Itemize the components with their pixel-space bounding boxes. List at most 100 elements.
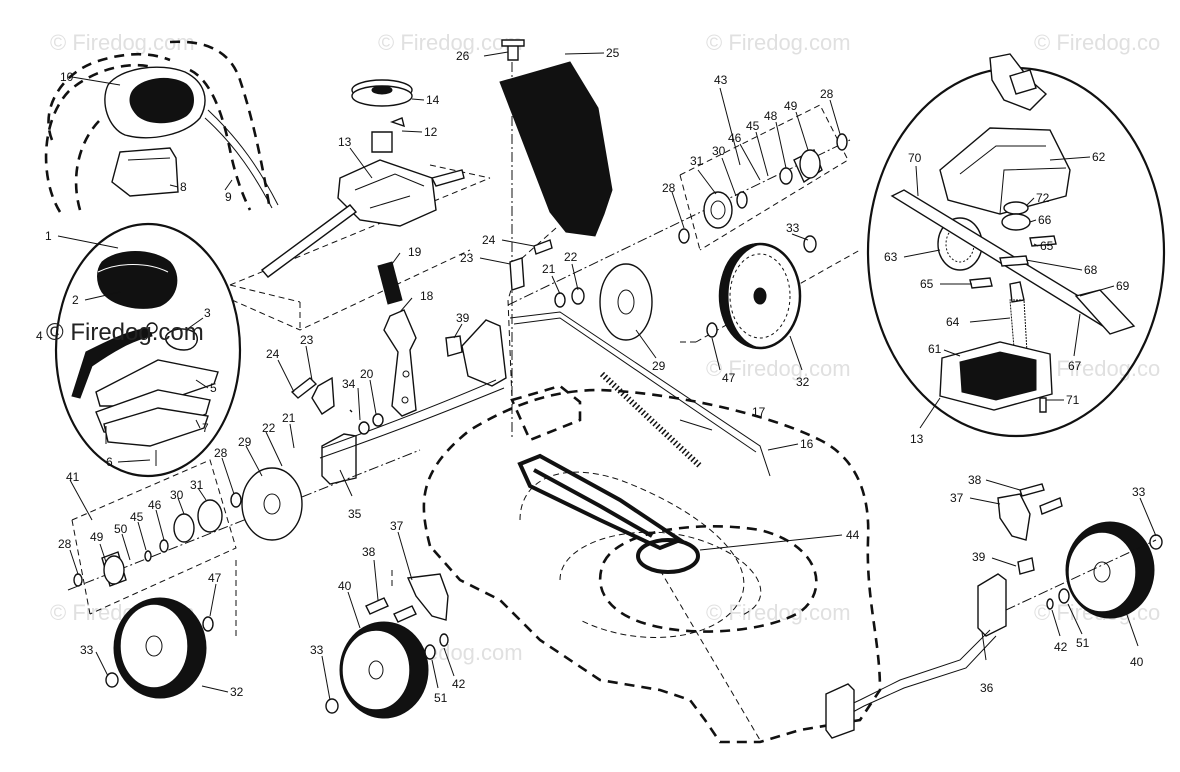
callout-42: 42 (452, 677, 466, 691)
callout-18: 18 (420, 289, 434, 303)
callout-5: 5 (210, 381, 217, 395)
rear-axle-group (507, 104, 861, 350)
callout-32: 32 (230, 685, 244, 699)
callout-40: 40 (1130, 655, 1144, 669)
callout-42: 42 (1054, 640, 1068, 654)
callout-4: 4 (36, 329, 43, 343)
callout-32: 32 (796, 375, 810, 389)
callout-68: 68 (1084, 263, 1098, 277)
callout-45: 45 (130, 510, 144, 524)
callout-39: 39 (972, 550, 986, 564)
callout-1: 1 (45, 229, 52, 243)
callout-13: 13 (338, 135, 352, 149)
callout-50: 50 (114, 522, 128, 536)
callout-38: 38 (362, 545, 376, 559)
callout-51: 51 (1076, 636, 1090, 650)
callout-33: 33 (1132, 485, 1146, 499)
watermark: © Firedog.com (706, 356, 851, 381)
callout-33: 33 (310, 643, 324, 657)
mower-deck (422, 384, 882, 744)
callout-49: 49 (90, 530, 104, 544)
callout-12: 12 (424, 125, 438, 139)
callout-44: 44 (846, 528, 860, 542)
callout-7: 7 (202, 421, 209, 435)
callout-24: 24 (482, 233, 496, 247)
callout-31: 31 (690, 154, 704, 168)
callout-72: 72 (1036, 191, 1050, 205)
callout-61: 61 (928, 342, 942, 356)
watermark-overlay: © Firedog.com (46, 319, 204, 346)
callout-6: 6 (106, 455, 113, 469)
callout-16: 16 (800, 437, 814, 451)
callout-2: 2 (72, 293, 79, 307)
callout-9: 9 (225, 190, 232, 204)
callout-65: 65 (920, 277, 934, 291)
callout-51: 51 (434, 691, 448, 705)
callout-23: 23 (460, 251, 474, 265)
callout-37: 37 (950, 491, 964, 505)
callout-21: 21 (282, 411, 296, 425)
callout-10: 10 (60, 70, 74, 84)
callout-28: 28 (662, 181, 676, 195)
callout-65: 65 (1040, 239, 1054, 253)
callout-66: 66 (1038, 213, 1052, 227)
watermark: © Firedog.com (378, 30, 523, 55)
callout-33: 33 (80, 643, 94, 657)
callout-28: 28 (58, 537, 72, 551)
callout-21: 21 (542, 262, 556, 276)
watermarks: © Firedog.com © Firedog.com © Firedog.co… (50, 30, 1160, 665)
callout-70: 70 (908, 151, 922, 165)
callout-63: 63 (884, 250, 898, 264)
transmission-detail-circle (866, 53, 1166, 438)
callout-46: 46 (148, 498, 162, 512)
callout-47: 47 (208, 571, 222, 585)
rear-flap (499, 39, 613, 440)
callout-41: 41 (66, 470, 80, 484)
callout-23: 23 (300, 333, 314, 347)
callout-37: 37 (390, 519, 404, 533)
callout-28: 28 (820, 87, 834, 101)
callout-67: 67 (1068, 359, 1082, 373)
callout-62: 62 (1092, 150, 1106, 164)
callout-38: 38 (968, 473, 982, 487)
callout-20: 20 (360, 367, 374, 381)
callout-69: 69 (1116, 279, 1130, 293)
callout-34: 34 (342, 377, 356, 391)
callout-39: 39 (456, 311, 470, 325)
front-left-wheel-group (325, 570, 449, 719)
callout-8: 8 (180, 180, 187, 194)
callout-33: 33 (786, 221, 800, 235)
callout-29: 29 (652, 359, 666, 373)
callout-24: 24 (266, 347, 280, 361)
callout-49: 49 (784, 99, 798, 113)
callout-35: 35 (348, 507, 362, 521)
callout-22: 22 (262, 421, 276, 435)
callout-40: 40 (338, 579, 352, 593)
control-detail-circle (54, 222, 242, 478)
watermark: © Firedog.co (1034, 356, 1160, 381)
callout-64: 64 (946, 315, 960, 329)
callout-31: 31 (190, 478, 204, 492)
callout-46: 46 (728, 131, 742, 145)
callout-26: 26 (456, 49, 470, 63)
callout-29: 29 (238, 435, 252, 449)
callout-30: 30 (170, 488, 184, 502)
callout-36: 36 (980, 681, 994, 695)
spring (599, 371, 703, 469)
callout-43: 43 (714, 73, 728, 87)
rear-bracket-parts (509, 239, 771, 477)
callout-71: 71 (1066, 393, 1080, 407)
transmission-group (229, 79, 491, 331)
drive-lever-group (290, 261, 507, 485)
callout-47: 47 (722, 371, 736, 385)
callout-30: 30 (712, 144, 726, 158)
callout-28: 28 (214, 446, 228, 460)
left-rear-wheel-group (67, 449, 421, 699)
callout-19: 19 (408, 245, 422, 259)
watermark: © Firedog.co (1034, 30, 1160, 55)
callout-25: 25 (606, 46, 620, 60)
watermark: © Firedog.com (706, 30, 851, 55)
callout-3: 3 (204, 306, 211, 320)
callout-13: 13 (910, 432, 924, 446)
